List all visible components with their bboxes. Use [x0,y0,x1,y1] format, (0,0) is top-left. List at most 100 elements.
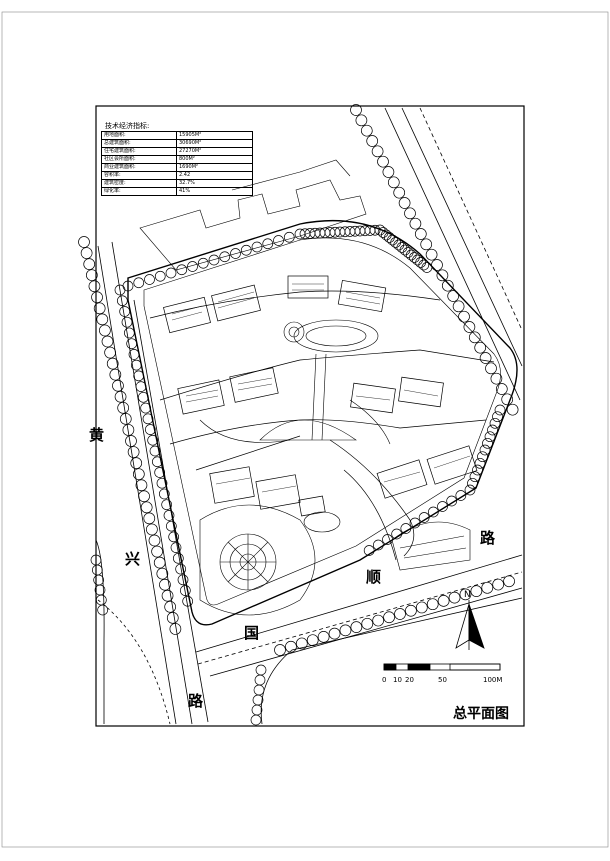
site-boundary [127,219,518,626]
tree-symbol [122,424,135,436]
central-landscape-axis [199,319,391,445]
tree-symbol [170,542,182,553]
index-table-row: 总建筑面积:30690M² [101,139,253,148]
tree-symbol [125,435,137,447]
tree-symbol [447,290,460,302]
tree-symbol [468,331,481,344]
drawing-frame [95,105,525,727]
tree-symbol [140,402,152,414]
tree-symbol [285,640,297,653]
tree-symbol [390,237,401,248]
tree-symbol [255,664,267,676]
tree-symbol [474,341,487,354]
west-road [95,241,209,725]
tree-symbol [176,264,188,276]
tree-symbol [409,517,421,529]
tree-symbol [489,417,501,429]
tree-symbol [402,247,414,258]
tree-symbol [140,501,153,514]
index-table-row: 建筑密度:32.7% [101,179,253,188]
tree-symbol [506,403,519,416]
tree-symbol [372,614,385,627]
tree-symbol [492,578,505,591]
tree-symbol [437,595,450,607]
tree-symbol [187,261,198,272]
south-road [195,554,523,725]
tree-symbol [132,468,145,481]
tree-symbol [133,370,145,382]
tree-symbol [425,248,438,261]
tree-symbol [446,495,458,507]
tree-symbol [182,595,194,607]
index-table-row: 住宅建筑面积:27270M² [101,147,253,156]
tree-symbol [197,257,209,269]
tree-symbol [165,520,177,532]
tree-symbol [117,401,130,414]
tree-symbol [175,563,187,575]
tree-symbol [393,186,406,199]
tree-symbol [88,280,101,293]
index-value: 15905M² [176,131,253,140]
tree-symbol [147,434,159,446]
tree-symbol [487,424,498,436]
tree-symbol [208,254,220,266]
tree-symbol [78,236,90,248]
index-value: 1690M² [176,163,253,172]
tree-symbol [421,262,433,273]
tree-symbol [251,704,263,716]
tree-symbol [371,145,384,158]
scale-label-20: 20 [405,676,414,684]
tree-symbol [295,637,308,650]
tree-symbol [137,391,149,403]
tree-symbol [382,166,395,178]
tree-symbol [156,567,169,580]
tree-symbol [409,252,420,263]
tree-symbol [274,644,286,656]
tree-symbol [339,624,352,637]
tree-symbol [135,479,148,492]
tree-symbol [83,258,96,270]
tree-symbol [149,445,161,457]
index-label: 容积率: [101,171,177,180]
tree-symbol [159,578,171,591]
index-label: 绿化率: [101,187,177,196]
tree-symbol [144,424,156,435]
tree-symbol [361,617,374,630]
tree-symbol [168,531,180,543]
tree-symbol [306,634,319,647]
sheet-border [1,11,609,848]
tree-symbol [252,694,264,706]
tree-symbol [144,274,155,285]
tree-symbol [503,575,515,588]
tree-symbol [350,621,363,633]
tree-symbol [463,321,476,333]
tree-symbol [485,362,497,375]
tree-symbol [427,506,439,518]
tree-symbol [95,594,107,606]
tree-symbol [283,231,295,243]
tree-symbol [469,471,481,483]
tree-symbol [470,585,483,597]
tree-symbol [151,456,163,468]
index-table-row: 社区会所面积:800M² [101,155,253,164]
tree-symbol [409,217,422,230]
tree-symbol [431,259,443,271]
tree-symbol [127,446,140,458]
scale-label-0: 0 [382,676,387,684]
scale-label-10: 10 [393,676,402,684]
west-road-label-3: 路 [188,692,204,710]
tree-symbol [459,588,472,601]
index-table-row: 商业建筑面积:1690M² [101,163,253,172]
tree-symbol [126,338,138,350]
tree-symbol [448,591,461,604]
tree-symbol [479,352,492,364]
tree-symbol [328,627,341,640]
west-road-label-1: 黄 [89,426,105,444]
tree-symbol [399,244,411,256]
tree-symbol [393,239,405,251]
tree-symbol [251,241,263,253]
index-value: 41% [176,187,253,196]
index-table-title: 技术经济指标: [105,122,150,130]
tree-symbol [119,413,132,425]
